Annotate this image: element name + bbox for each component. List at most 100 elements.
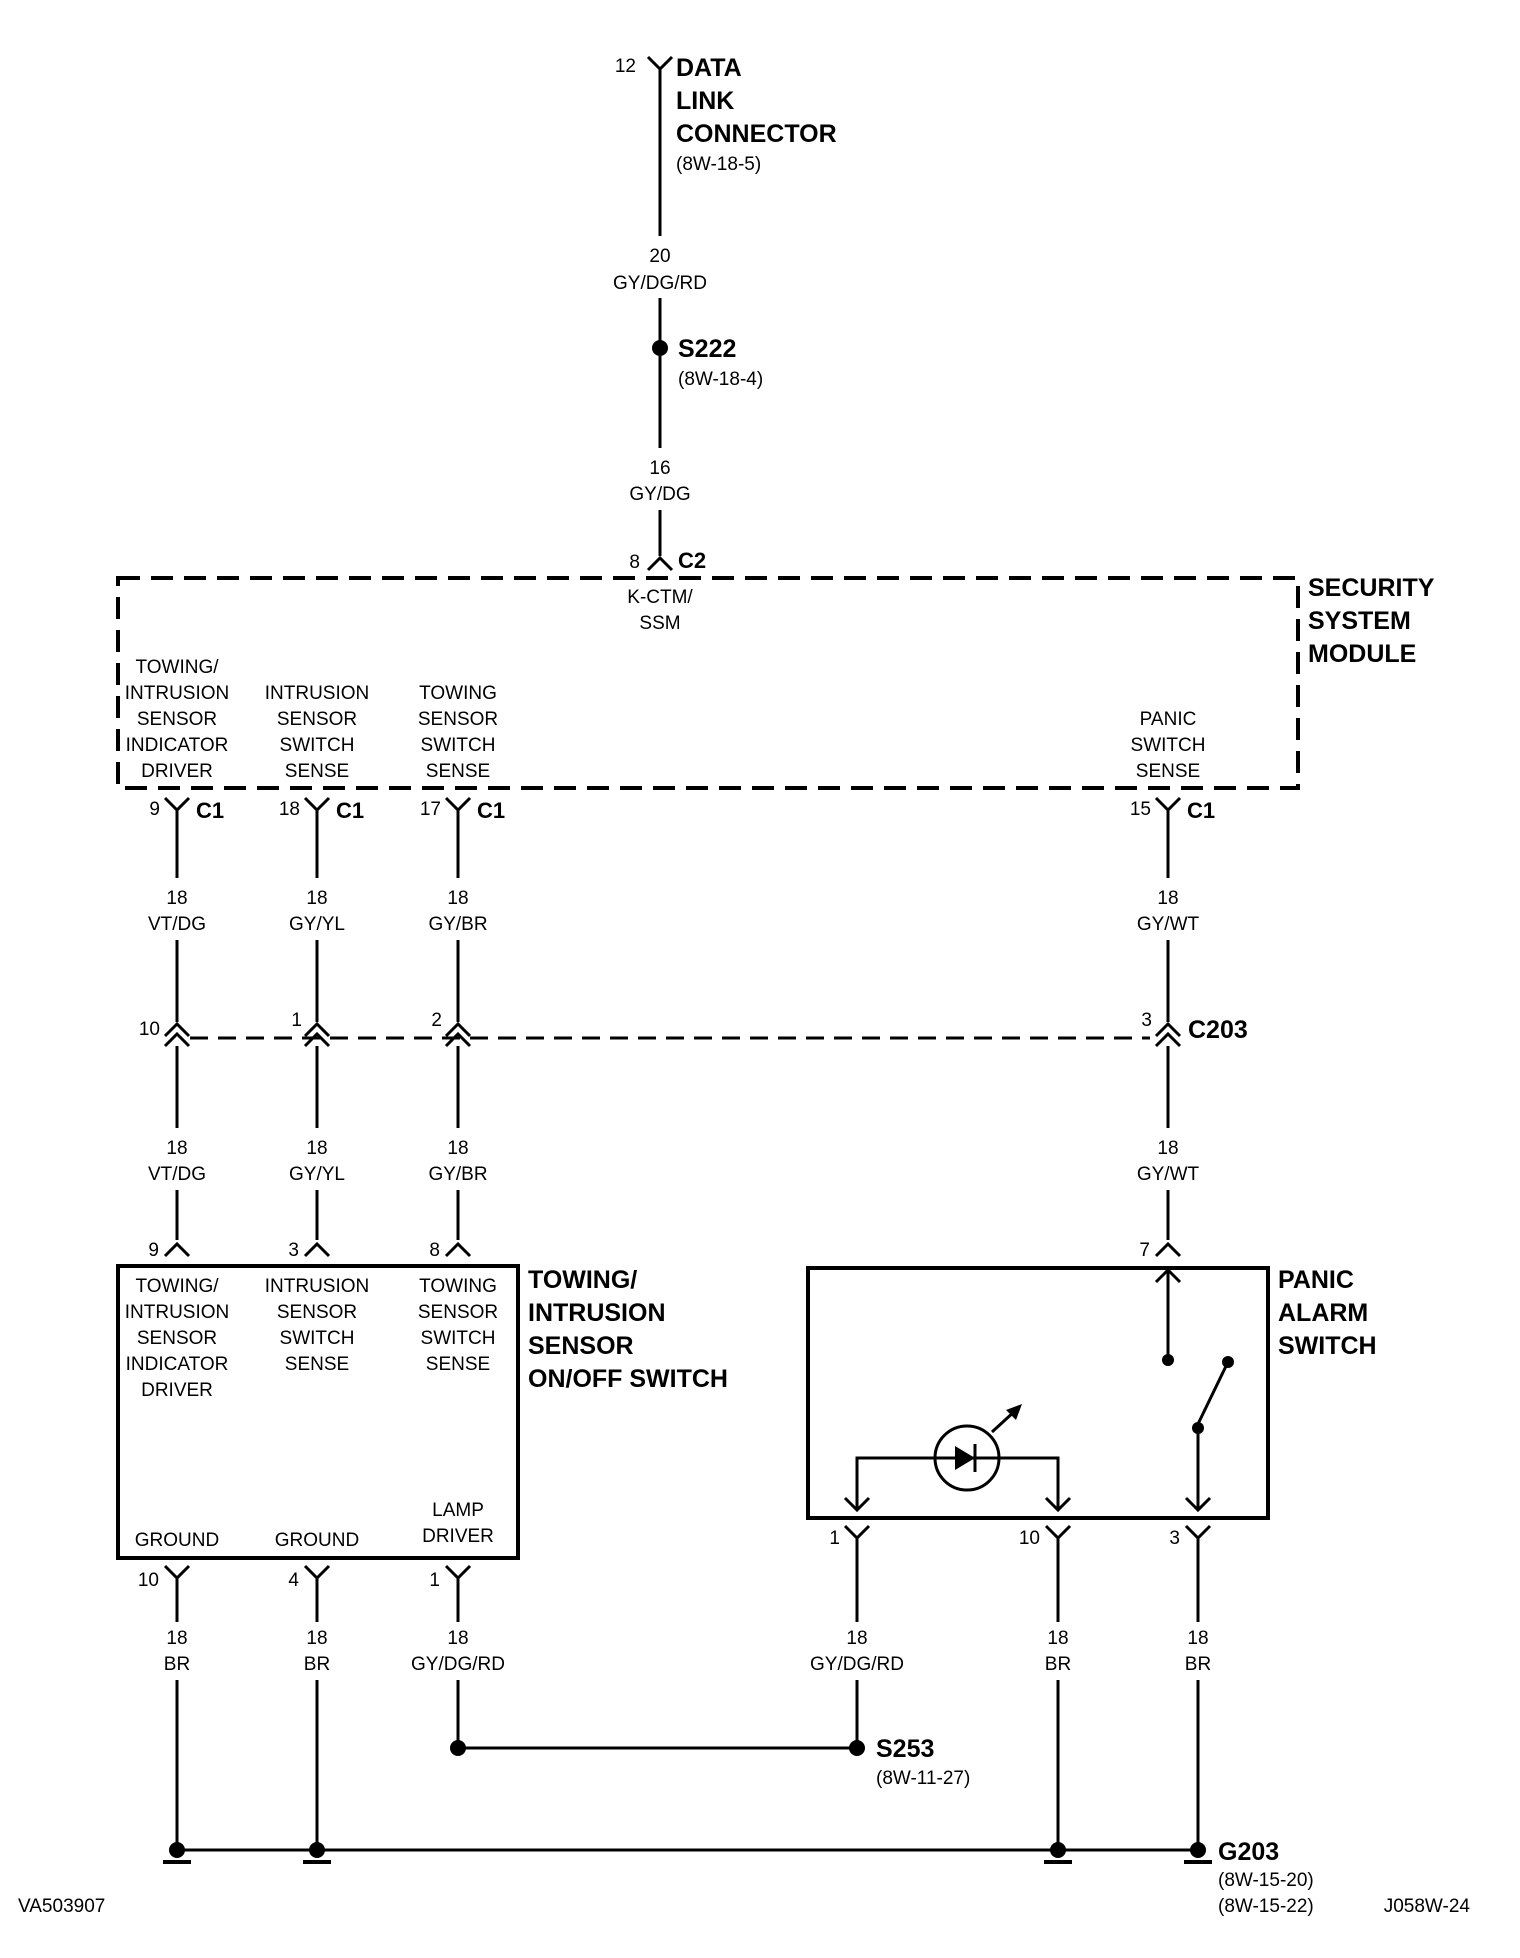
label-wires_middle-2-gauge: 18 (447, 1138, 468, 1159)
label-panic_switch-top_pin: 7 (1139, 1240, 1150, 1261)
label-wires_upper-0-color: VT/DG (148, 914, 206, 935)
label-towing_switch-bottom_pins-1: 4 (288, 1570, 299, 1591)
label-wires_lower-3-color: GY/DG/RD (810, 1654, 904, 1675)
wires-lower: 18 BR 18 BR 18 GY/DG/RD 18 GY/DG/RD 18 B… (164, 1556, 1211, 1844)
label-ssm-pins-3-label-1: SWITCH (1131, 735, 1206, 756)
label-panic_switch-title-0: PANIC (1278, 1266, 1354, 1294)
label-c203-pins-0: 10 (139, 1019, 160, 1040)
label-towing_switch-bottom_labels-1-0: GROUND (275, 1530, 359, 1551)
g203-ref-2: (8W-15-22) (1218, 1896, 1314, 1917)
security-system-module: K-CTM/ SSM SECURITY SYSTEM MODULE TOWING… (116, 574, 1435, 790)
ssm-pin-label-intrusion-sense: INTRUSION SENSOR SWITCH SENSE (265, 683, 370, 782)
label-ssm-pins-0-label-4: DRIVER (141, 761, 213, 782)
label-ssm-pins-0-label-0: TOWING/ (135, 657, 219, 678)
label-c203-pins-2: 2 (431, 1010, 442, 1031)
label-ssm-pins-3-pin: 15 (1130, 799, 1151, 820)
label-wires_lower-5-color: BR (1185, 1654, 1211, 1675)
label-wires_upper-3-gauge: 18 (1157, 888, 1178, 909)
label-panic_switch-title-1: ALARM (1278, 1299, 1368, 1327)
label-towing_switch-top_pins-1: 3 (288, 1240, 299, 1261)
wire-color: GY/DG/RD (613, 273, 707, 294)
wire-s222-ssm: 16 GY/DG 8 C2 (629, 356, 706, 573)
dlc-title-2: LINK (676, 87, 734, 115)
ssm-title-3: MODULE (1308, 640, 1416, 668)
g203-ref-1: (8W-15-20) (1218, 1870, 1314, 1891)
label-wires_middle-1-color: GY/YL (289, 1164, 345, 1185)
label-towing_switch-top_labels-0-4: DRIVER (141, 1380, 213, 1401)
label-wires_lower-0-color: BR (164, 1654, 190, 1675)
label-towing_switch-title-3: ON/OFF SWITCH (528, 1365, 728, 1393)
label-towing_switch-bottom_pins-0: 10 (138, 1570, 159, 1591)
label-wires_middle-1-gauge: 18 (306, 1138, 327, 1159)
label-ssm-pins-2-label-3: SENSE (426, 761, 490, 782)
wire-gauge: 16 (649, 458, 670, 479)
label-towing_switch-bottom_labels-2-0: LAMP (432, 1500, 484, 1521)
label-wires_middle-2-color: GY/BR (428, 1164, 487, 1185)
label-ssm-pins-0-pin: 9 (149, 799, 160, 820)
label-panic_switch-bottom_pins-0: 1 (829, 1528, 840, 1549)
figure-code-left: VA503907 (18, 1896, 105, 1917)
label-wires_upper-2-gauge: 18 (447, 888, 468, 909)
label-towing_switch-bottom_labels-0-0: GROUND (135, 1530, 219, 1551)
label-ssm-pins-1-label-3: SENSE (285, 761, 349, 782)
s253-ref: (8W-11-27) (876, 1768, 970, 1789)
ssm-pin-label-towing-sense: TOWING SENSOR SWITCH SENSE (418, 683, 498, 782)
c203-label: C203 (1188, 1016, 1248, 1044)
label-towing_switch-top_pins-0: 9 (148, 1240, 159, 1261)
switch-contact-top (1162, 1354, 1174, 1366)
label-towing_switch-top_labels-0-3: INDICATOR (126, 1354, 229, 1375)
label-ssm-pins-3-label-0: PANIC (1140, 709, 1197, 730)
label-ssm-pins-0-label-2: SENSOR (137, 709, 217, 730)
label-panic_switch-bottom_pins-2: 3 (1169, 1528, 1180, 1549)
splice-s222: S222 (8W-18-4) (652, 335, 763, 390)
label-towing_switch-bottom_labels-2-1: DRIVER (422, 1526, 494, 1547)
label-wires_middle-3-gauge: 18 (1157, 1138, 1178, 1159)
label-wires_middle-0-color: VT/DG (148, 1164, 206, 1185)
dlc-pin: 12 (615, 56, 636, 77)
label-ssm-pins-2-connector: C1 (477, 798, 505, 823)
splice-s253: S253 (8W-11-27) (450, 1735, 970, 1789)
label-towing_switch-top_pins-2: 8 (429, 1240, 440, 1261)
label-wires_lower-2-gauge: 18 (447, 1628, 468, 1649)
ssm-c2-connector: C2 (678, 548, 706, 573)
s222-label: S222 (678, 335, 736, 363)
label-wires_upper-1-gauge: 18 (306, 888, 327, 909)
label-wires_upper-3-color: GY/WT (1137, 914, 1200, 935)
label-wires_upper-1-color: GY/YL (289, 914, 345, 935)
label-towing_switch-top_labels-2-0: TOWING (419, 1276, 497, 1297)
label-ssm-pins-2-label-0: TOWING (419, 683, 497, 704)
label-ssm-pins-0-connector: C1 (196, 798, 224, 823)
ssm-title-2: SYSTEM (1308, 607, 1411, 635)
label-ssm-pins-1-label-2: SWITCH (280, 735, 355, 756)
label-ssm-pins-0-label-3: INDICATOR (126, 735, 229, 756)
label-towing_switch-bottom_pins-2: 1 (429, 1570, 440, 1591)
label-towing_switch-top_labels-2-2: SWITCH (421, 1328, 496, 1349)
label-wires_lower-1-gauge: 18 (306, 1628, 327, 1649)
figure-code-right: J058W-24 (1384, 1896, 1471, 1917)
wire-gauge: 20 (649, 246, 670, 267)
led-icon (933, 1404, 1022, 1492)
label-c203-pins-1: 1 (291, 1010, 302, 1031)
label-wires_lower-3-gauge: 18 (846, 1628, 867, 1649)
label-wires_upper-0-gauge: 18 (166, 888, 187, 909)
label-ssm-pins-2-label-1: SENSOR (418, 709, 498, 730)
label-towing_switch-title-1: INTRUSION (528, 1299, 666, 1327)
label-ssm-pins-1-pin: 18 (279, 799, 300, 820)
dlc-title-1: DATA (676, 54, 742, 82)
label-ssm-pins-1-label-1: SENSOR (277, 709, 357, 730)
label-wires_middle-3-color: GY/WT (1137, 1164, 1200, 1185)
label-wires_lower-1-color: BR (304, 1654, 330, 1675)
ssm-center-label-1: K-CTM/ (627, 587, 693, 608)
label-ssm-pins-1-connector: C1 (336, 798, 364, 823)
ssm-pin-label-panic-sense: PANIC SWITCH SENSE (1131, 709, 1206, 782)
wire-color: GY/DG (629, 484, 690, 505)
dlc-title-3: CONNECTOR (676, 120, 837, 148)
ssm-center-label-2: SSM (639, 613, 680, 634)
label-wires_upper-2-color: GY/BR (428, 914, 487, 935)
data-link-connector: 12 DATA LINK CONNECTOR (8W-18-5) (615, 54, 837, 175)
label-ssm-pins-3-label-2: SENSE (1136, 761, 1200, 782)
label-towing_switch-top_labels-1-1: SENSOR (277, 1302, 357, 1323)
label-wires_lower-2-color: GY/DG/RD (411, 1654, 505, 1675)
label-wires_lower-4-color: BR (1045, 1654, 1071, 1675)
